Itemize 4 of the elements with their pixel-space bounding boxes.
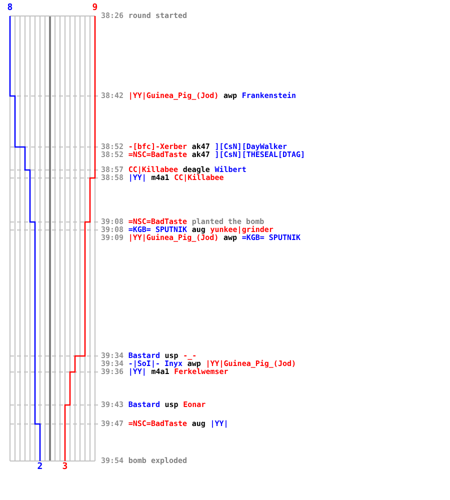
player-count-label: 2 xyxy=(37,463,43,472)
player-count-label: 3 xyxy=(62,463,68,472)
player-count-label: 9 xyxy=(92,4,98,13)
player-count-label: 8 xyxy=(7,4,13,13)
